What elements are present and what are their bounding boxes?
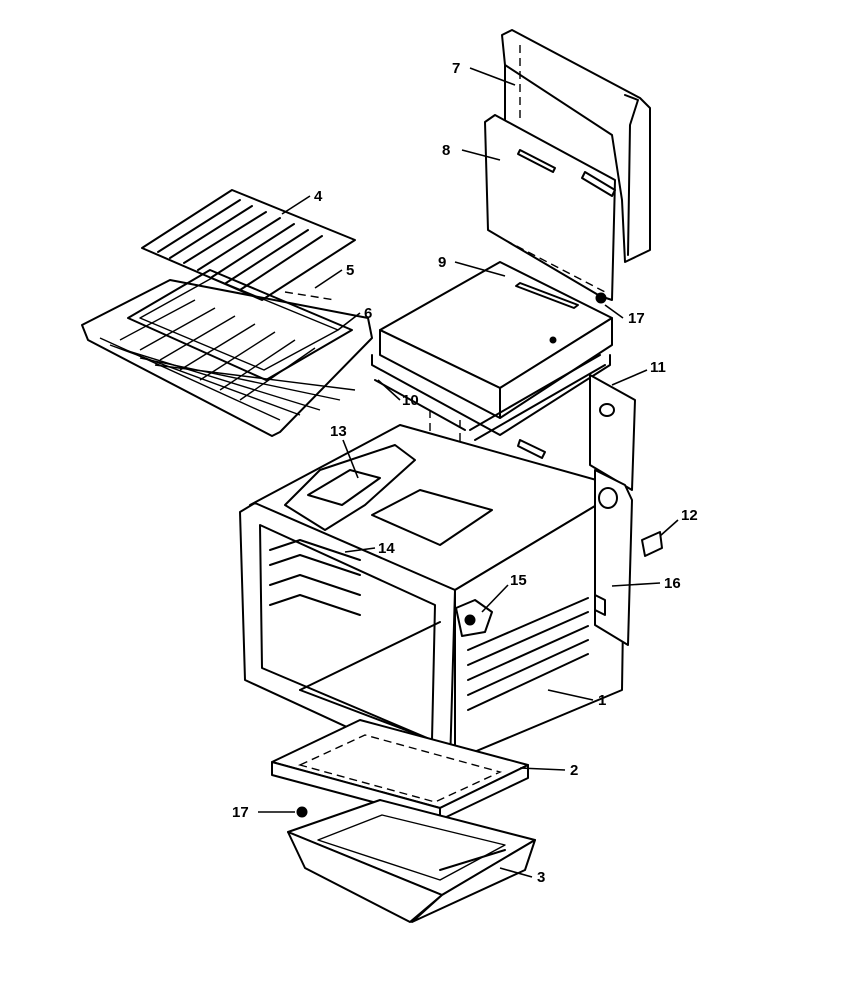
callout-9: 9 (438, 254, 446, 271)
callout-5: 5 (346, 262, 354, 279)
callout-15: 15 (510, 572, 527, 589)
callout-7: 7 (452, 60, 460, 77)
part-4-grid-rack (141, 189, 356, 301)
callout-13: 13 (330, 423, 347, 440)
part-3-burner-box (287, 799, 536, 923)
part-7-back-cover (501, 29, 651, 263)
callout-8: 8 (442, 142, 450, 159)
part-14-rack-supports (269, 539, 361, 616)
callout-17-top: 17 (628, 310, 645, 327)
callout-14: 14 (378, 540, 395, 557)
part-10-rails (371, 354, 611, 441)
callout-11: 11 (650, 359, 666, 376)
callout-4: 4 (314, 188, 323, 205)
part-8-bracket-panel (484, 114, 616, 304)
part-1-oven-cavity (239, 424, 626, 771)
callout-16: 16 (664, 575, 681, 592)
part-6-oven-rack (81, 279, 373, 437)
leader-lines (258, 67, 679, 878)
part-12-clip (641, 531, 663, 557)
callout-2: 2 (570, 762, 578, 779)
part-9-flue-box (379, 261, 613, 419)
callout-6: 6 (364, 305, 372, 322)
callout-labels: 7 8 4 5 6 9 17 10 11 13 14 15 12 16 1 2 … (232, 60, 698, 886)
callout-10: 10 (402, 392, 419, 409)
callout-12: 12 (681, 507, 698, 524)
callout-1: 1 (598, 692, 606, 709)
part-16-back-wall (594, 469, 633, 646)
callout-17-bottom: 17 (232, 804, 249, 821)
callout-3: 3 (537, 869, 545, 886)
